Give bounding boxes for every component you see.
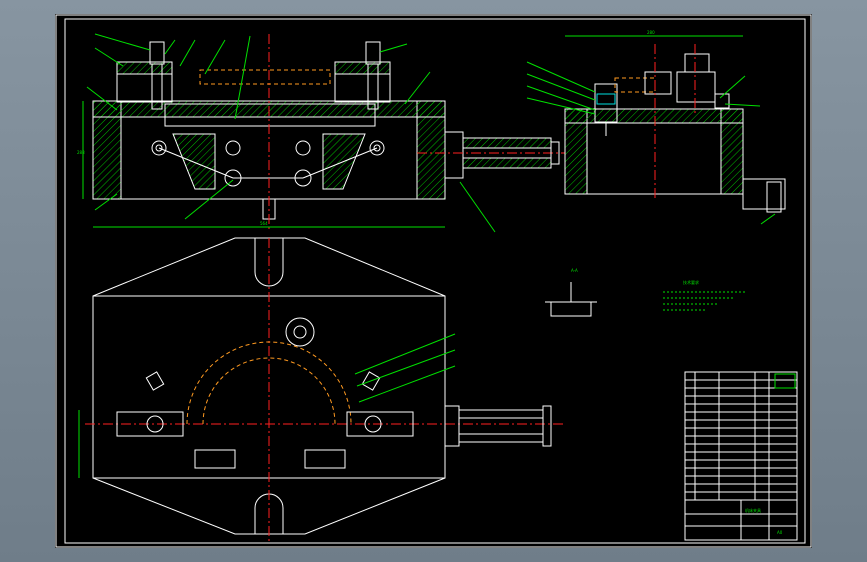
tech-requirements: 技术要求 (663, 279, 745, 311)
title-block-name: 机床夹具 (745, 507, 761, 513)
side-width-dim: 280 (647, 30, 655, 35)
drawing-svg: 564 288 280 (55, 14, 812, 548)
sheet-outer-border (55, 14, 812, 548)
section-a-a-marker: A-A (545, 268, 597, 317)
title-block-sheet: A0 (777, 530, 783, 535)
side-section-view: 280 (526, 30, 786, 225)
cad-drawing-canvas[interactable]: 564 288 280 (55, 14, 812, 548)
parts-list-table: 机床夹具 A0 (684, 371, 798, 541)
front-section-view: 564 288 (77, 33, 565, 233)
front-width-dim: 564 (260, 221, 268, 226)
sheet-inner-border (64, 18, 806, 544)
plan-view (78, 237, 565, 542)
section-label: A-A (571, 268, 578, 273)
front-height-dim: 288 (77, 150, 85, 155)
tech-req-heading: 技术要求 (683, 279, 699, 285)
